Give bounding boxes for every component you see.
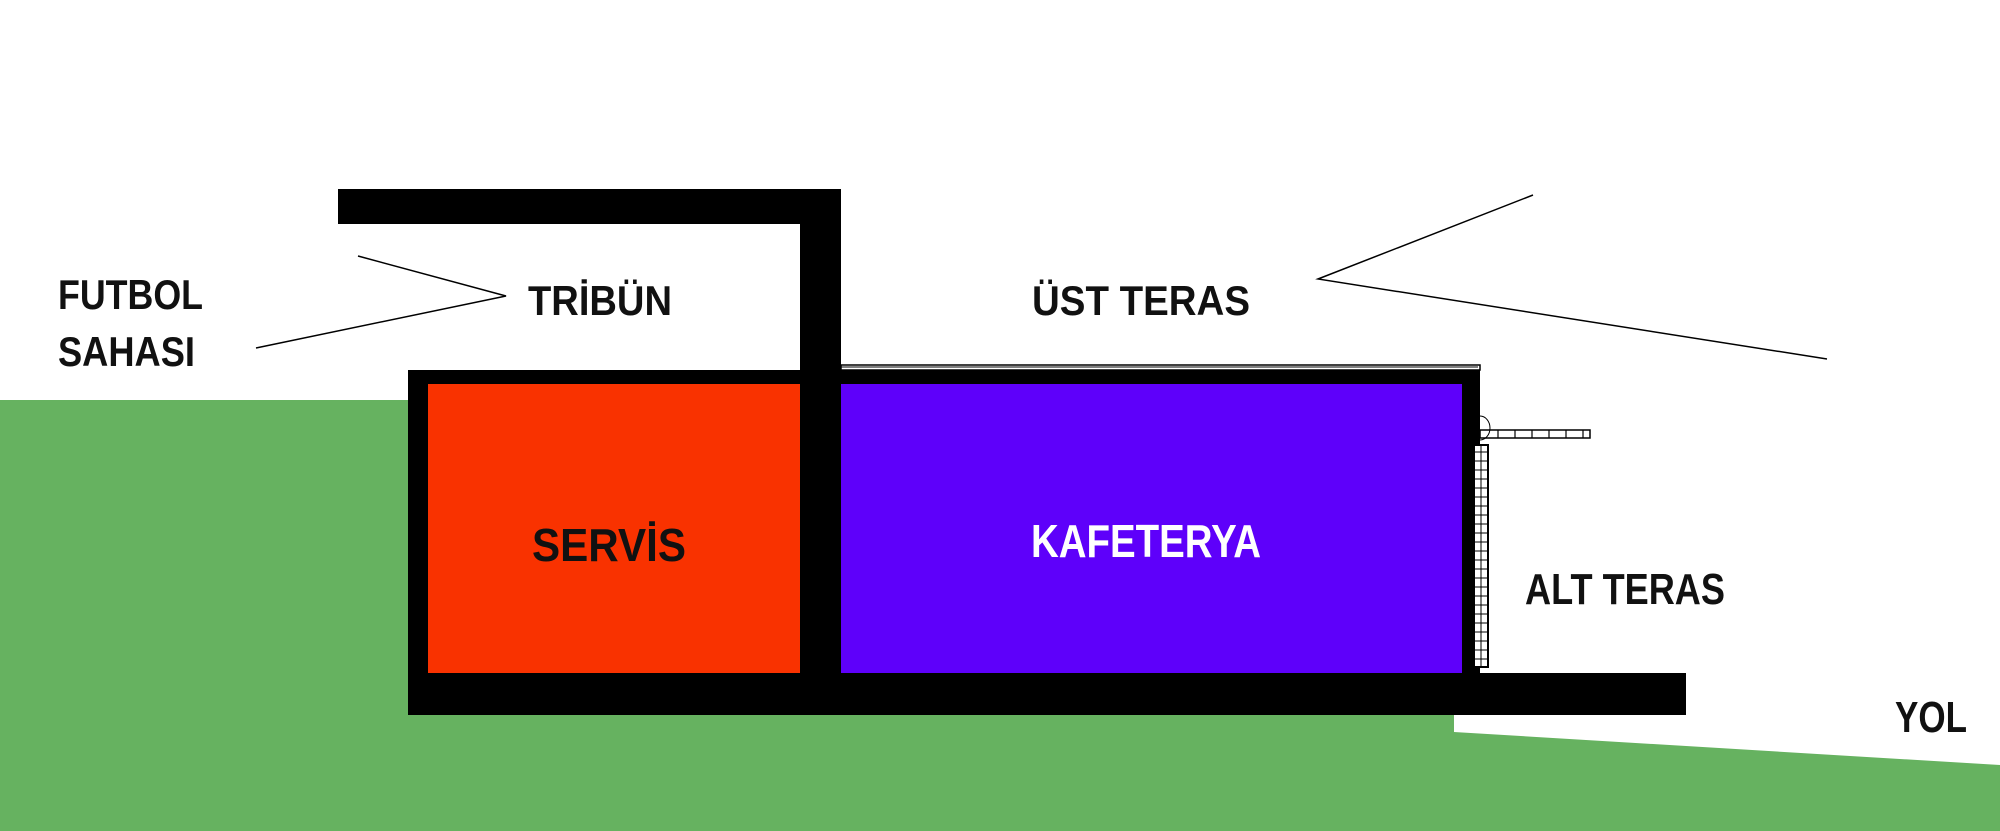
stand-roof-slab	[338, 189, 841, 224]
left-wall	[408, 370, 428, 715]
service-room	[428, 383, 800, 673]
door-swing-arc	[1479, 415, 1491, 441]
football-field-label-line-1: FUTBOL	[58, 271, 203, 318]
ground-terrain	[0, 400, 2000, 831]
pointer-lines	[255, 194, 1828, 360]
floor-slab	[408, 673, 1686, 715]
football-field-label-line-2: SAHASI	[58, 328, 195, 375]
canopy-rail-rungs	[1497, 430, 1584, 438]
facade-grille-rungs	[1474, 451, 1488, 660]
canopy-rail	[1479, 429, 1591, 439]
cafeteria-label: KAFETERYA	[1031, 515, 1261, 567]
stand-pointer	[255, 255, 507, 349]
building-structure	[338, 189, 1686, 715]
roof-slab	[408, 370, 1480, 384]
upper-terrace-label: ÜST TERAS	[1032, 277, 1250, 324]
facade-grille	[1473, 444, 1489, 668]
stand-column	[800, 189, 841, 713]
service-label: SERVİS	[532, 519, 686, 571]
stand-label: TRİBÜN	[528, 277, 672, 324]
upper-terrace-pointer	[1315, 194, 1828, 360]
cafeteria-room	[838, 383, 1462, 673]
road-label: YOL	[1895, 693, 1967, 742]
lower-terrace-label: ALT TERAS	[1525, 565, 1725, 614]
